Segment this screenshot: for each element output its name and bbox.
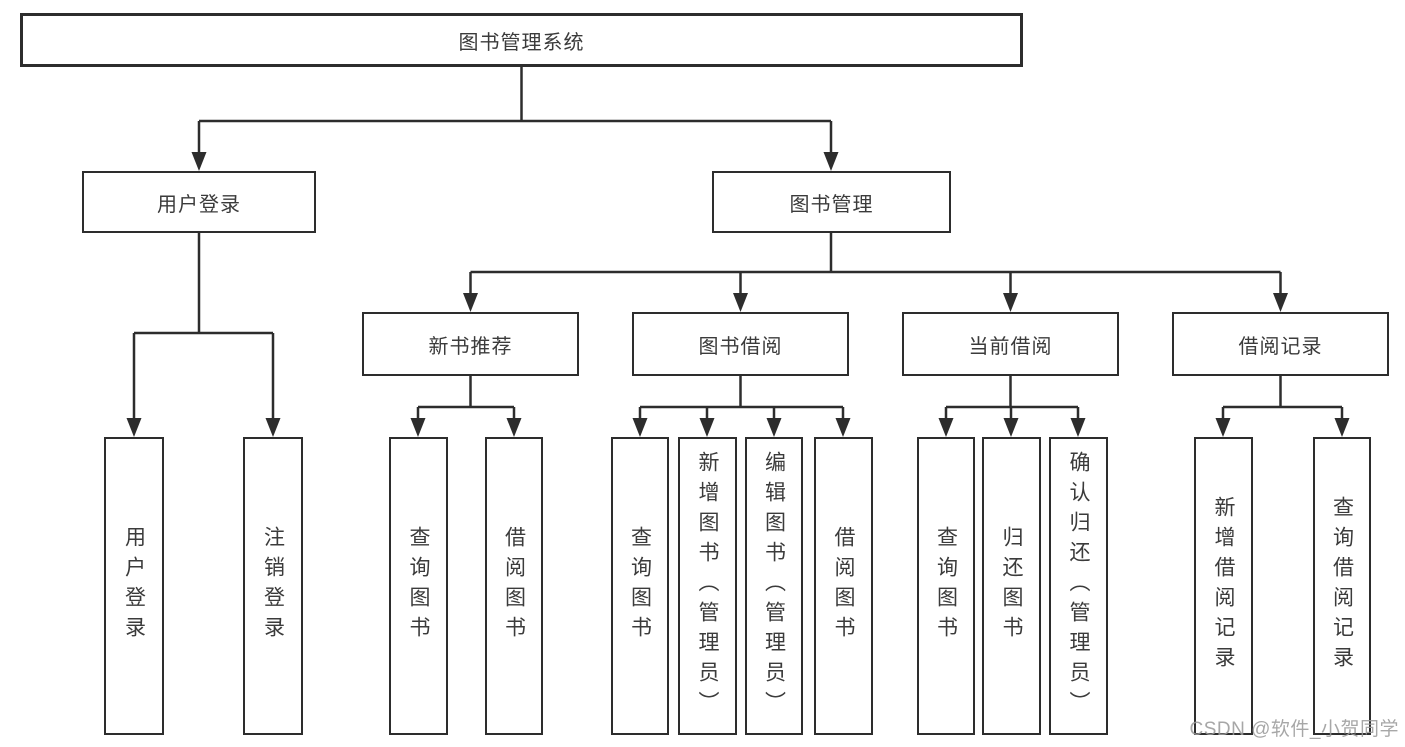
node-user-login-leaf: 用户登录 (104, 437, 164, 735)
node-current-borrowing: 当前借阅 (902, 312, 1119, 376)
arrowheads (126, 152, 1350, 437)
arrowhead-icon (1334, 418, 1350, 437)
arrowhead-icon (699, 418, 715, 437)
arrowhead-icon (410, 418, 426, 437)
node-label: 图书管理 (789, 193, 874, 216)
node-label: 图书管理系统 (458, 31, 585, 54)
arrowhead-icon (1273, 293, 1288, 312)
node-new-book-recommendation: 新书推荐 (362, 312, 579, 376)
arrowhead-icon (938, 418, 954, 437)
node-label: 图书借阅 (698, 335, 783, 358)
node-return-books: 归还图书 (982, 437, 1041, 735)
node-library-management-system: 图书管理系统 (20, 13, 1023, 67)
node-label: 归还图书 (1000, 526, 1023, 646)
node-label: 注销登录 (261, 526, 285, 646)
node-label: 编辑图书（管理员） (762, 451, 786, 721)
arrowhead-icon (823, 152, 839, 171)
node-query-books-recommend: 查询图书 (389, 437, 448, 735)
node-label: 查询借阅记录 (1330, 496, 1354, 676)
arrowhead-icon (126, 418, 142, 437)
node-label: 新增图书（管理员） (696, 451, 719, 721)
node-label: 查询图书 (407, 526, 430, 646)
csdn-watermark: CSDN @软件_小贺同学 (1189, 719, 1399, 740)
node-label: 借阅图书 (832, 526, 855, 646)
node-label: 用户登录 (157, 193, 241, 216)
arrowhead-icon (1215, 418, 1231, 437)
node-borrow-books-recommend: 借阅图书 (485, 437, 543, 735)
node-label: 查询图书 (628, 526, 652, 646)
node-label: 新书推荐 (428, 335, 513, 358)
node-user-login: 用户登录 (82, 171, 316, 233)
arrowhead-icon (265, 418, 281, 437)
node-label: 借阅记录 (1238, 335, 1323, 358)
node-label: 查询图书 (934, 526, 958, 646)
node-label: 新增借阅记录 (1212, 496, 1235, 676)
arrowhead-icon (1070, 418, 1086, 437)
arrowhead-icon (835, 418, 851, 437)
arrowhead-icon (506, 418, 522, 437)
node-borrow-books-leaf: 借阅图书 (814, 437, 873, 735)
arrowhead-icon (463, 293, 478, 312)
node-query-books-borrowing: 查询图书 (611, 437, 669, 735)
arrowhead-icon (191, 152, 207, 171)
node-query-books-current: 查询图书 (917, 437, 975, 735)
node-edit-books-admin: 编辑图书（管理员） (745, 437, 803, 735)
node-confirm-return-admin: 确认归还（管理员） (1049, 437, 1108, 735)
node-logout: 注销登录 (243, 437, 303, 735)
node-label: 确认归还（管理员） (1067, 451, 1090, 721)
node-label: 借阅图书 (502, 526, 526, 646)
node-book-management: 图书管理 (712, 171, 951, 233)
arrowhead-icon (1003, 418, 1019, 437)
node-query-borrow-record: 查询借阅记录 (1313, 437, 1371, 735)
node-borrowing-records: 借阅记录 (1172, 312, 1389, 376)
node-label: 用户登录 (122, 526, 146, 646)
arrowhead-icon (766, 418, 782, 437)
node-add-books-admin: 新增图书（管理员） (678, 437, 737, 735)
arrowhead-icon (733, 293, 748, 312)
node-label: 当前借阅 (968, 335, 1053, 358)
arrowhead-icon (1003, 293, 1018, 312)
node-add-borrow-record: 新增借阅记录 (1194, 437, 1253, 735)
node-book-borrowing: 图书借阅 (632, 312, 849, 376)
arrowhead-icon (632, 418, 648, 437)
